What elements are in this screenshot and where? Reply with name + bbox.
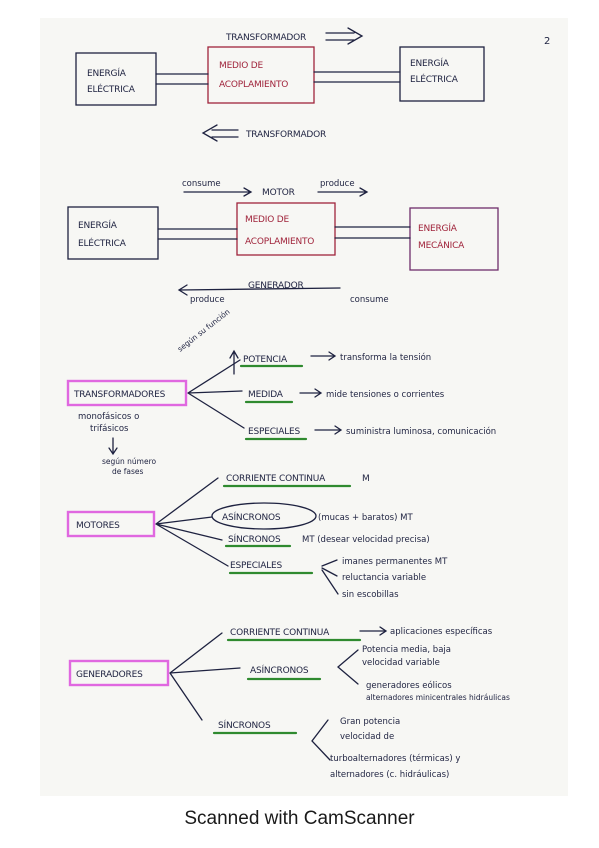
asincronos-circle xyxy=(211,502,317,530)
motores-especiales: ESPECIALES xyxy=(230,561,283,571)
d2-right-line2: MECÁNICA xyxy=(418,239,465,251)
arrow-right-icon xyxy=(325,27,364,45)
page-number: 2 xyxy=(544,36,550,47)
motores-cc: CORRIENTE CONTINUA xyxy=(226,474,326,484)
d2-top-right: produce xyxy=(320,179,355,189)
d2-top-mid: MOTOR xyxy=(262,188,295,198)
d2-left-line2: ELÉCTRICA xyxy=(78,237,127,249)
transformadores-side-note: según su función xyxy=(176,307,232,354)
branch-especiales-t-desc: suministra luminosa, comunicación xyxy=(346,426,496,437)
d2-bottom-mid: GENERADOR xyxy=(248,281,304,291)
d1-middle-line2: ACOPLAMIENTO xyxy=(219,80,288,90)
branch-potencia: POTENCIA xyxy=(243,355,288,365)
box-energia-mecanica xyxy=(409,207,499,271)
d2-top-left: consume xyxy=(182,179,221,189)
transformadores-note2-line2: de fases xyxy=(112,467,144,476)
motores-especiales-item2: reluctancia variable xyxy=(342,573,426,583)
generadores-cc: CORRIENTE CONTINUA xyxy=(230,628,330,638)
motores-sincronos-desc: MT (desear velocidad precisa) xyxy=(302,535,430,545)
branch-especiales-t: ESPECIALES xyxy=(248,427,301,437)
scanner-watermark: Scanned with CamScanner xyxy=(184,808,415,829)
gen-asinc-item3: generadores eólicos xyxy=(366,680,452,691)
arrow-right-icon xyxy=(317,187,369,197)
d1-left-line2: ELÉCTRICA xyxy=(87,83,136,95)
branch-potencia-desc: transforma la tensión xyxy=(340,352,431,363)
motores-asincronos: ASÍNCRONOS xyxy=(222,511,281,523)
box-energia-electrica-1 xyxy=(75,52,157,106)
d1-left-line1: ENERGÍA xyxy=(87,67,127,79)
branch-medida-desc: mide tensiones o corrientes xyxy=(326,390,445,400)
box-medio-acoplamiento-1 xyxy=(207,46,315,104)
d1-middle-line1: MEDIO DE xyxy=(219,61,264,71)
arrow-left-icon xyxy=(201,124,239,142)
scanned-page xyxy=(40,18,568,796)
generadores-cc-desc: aplicaciones específicas xyxy=(390,627,493,637)
motores-title: MOTORES xyxy=(76,521,120,531)
arrow-left-icon xyxy=(177,284,341,296)
motores-cc-tag: M xyxy=(362,474,370,484)
box-medio-acoplamiento-2 xyxy=(236,202,336,256)
transformadores-highlight xyxy=(66,379,188,407)
gen-sinc-item4: alternadores (c. hidráulicas) xyxy=(330,770,449,780)
gen-sinc-item1: Gran potencia xyxy=(340,717,400,727)
arrow-right-icon xyxy=(183,187,253,197)
d1-right-line1: ENERGÍA xyxy=(410,57,450,69)
gen-asinc-item1: Potencia media, baja xyxy=(362,645,451,655)
generadores-highlight xyxy=(68,659,170,687)
arrow-right-icon xyxy=(359,626,388,636)
gen-sinc-item3: turboalternadores (térmicas) y xyxy=(330,753,460,764)
transformadores-note2-line1: según número xyxy=(102,457,157,466)
generadores-asincronos: ASÍNCRONOS xyxy=(250,664,309,676)
gen-asinc-item2: velocidad variable xyxy=(362,658,440,668)
branch-medida: MEDIDA xyxy=(248,390,284,400)
motores-especiales-item1: imanes permanentes MT xyxy=(342,557,448,567)
motores-highlight xyxy=(66,510,156,538)
d2-bottom-right: consume xyxy=(350,295,389,305)
arrow-right-icon xyxy=(310,351,337,361)
transformadores-title: TRANSFORMADORES xyxy=(73,390,166,400)
d2-bottom-left: produce xyxy=(190,295,225,305)
transformadores-note1-line1: monofásicos o xyxy=(78,412,139,422)
motores-asincronos-desc: (mucas + baratos) MT xyxy=(318,513,413,523)
d2-left-line1: ENERGÍA xyxy=(78,219,118,231)
d1-right-line2: ELÉCTRICA xyxy=(410,73,459,85)
box-energia-electrica-3 xyxy=(67,206,159,260)
d2-right-line1: ENERGÍA xyxy=(418,222,458,234)
generadores-title: GENERADORES xyxy=(76,670,143,680)
generadores-sincronos: SÍNCRONOS xyxy=(218,719,271,731)
d1-top-label: TRANSFORMADOR xyxy=(225,33,306,43)
arrow-right-icon xyxy=(299,388,323,398)
gen-sinc-item2: velocidad de xyxy=(340,732,394,742)
motores-especiales-item3: sin escobillas xyxy=(342,590,399,600)
motores-sincronos: SÍNCRONOS xyxy=(228,533,281,545)
transformadores-note1-line2: trifásicos xyxy=(90,424,129,434)
d1-bottom-label: TRANSFORMADOR xyxy=(245,130,326,140)
gen-asinc-item4: alternadores minicentrales hidráulicas xyxy=(366,693,510,702)
d2-middle-line2: ACOPLAMIENTO xyxy=(245,237,314,247)
arrow-right-icon xyxy=(314,425,343,435)
box-energia-electrica-2 xyxy=(399,46,485,102)
d2-middle-line1: MEDIO DE xyxy=(245,215,290,225)
